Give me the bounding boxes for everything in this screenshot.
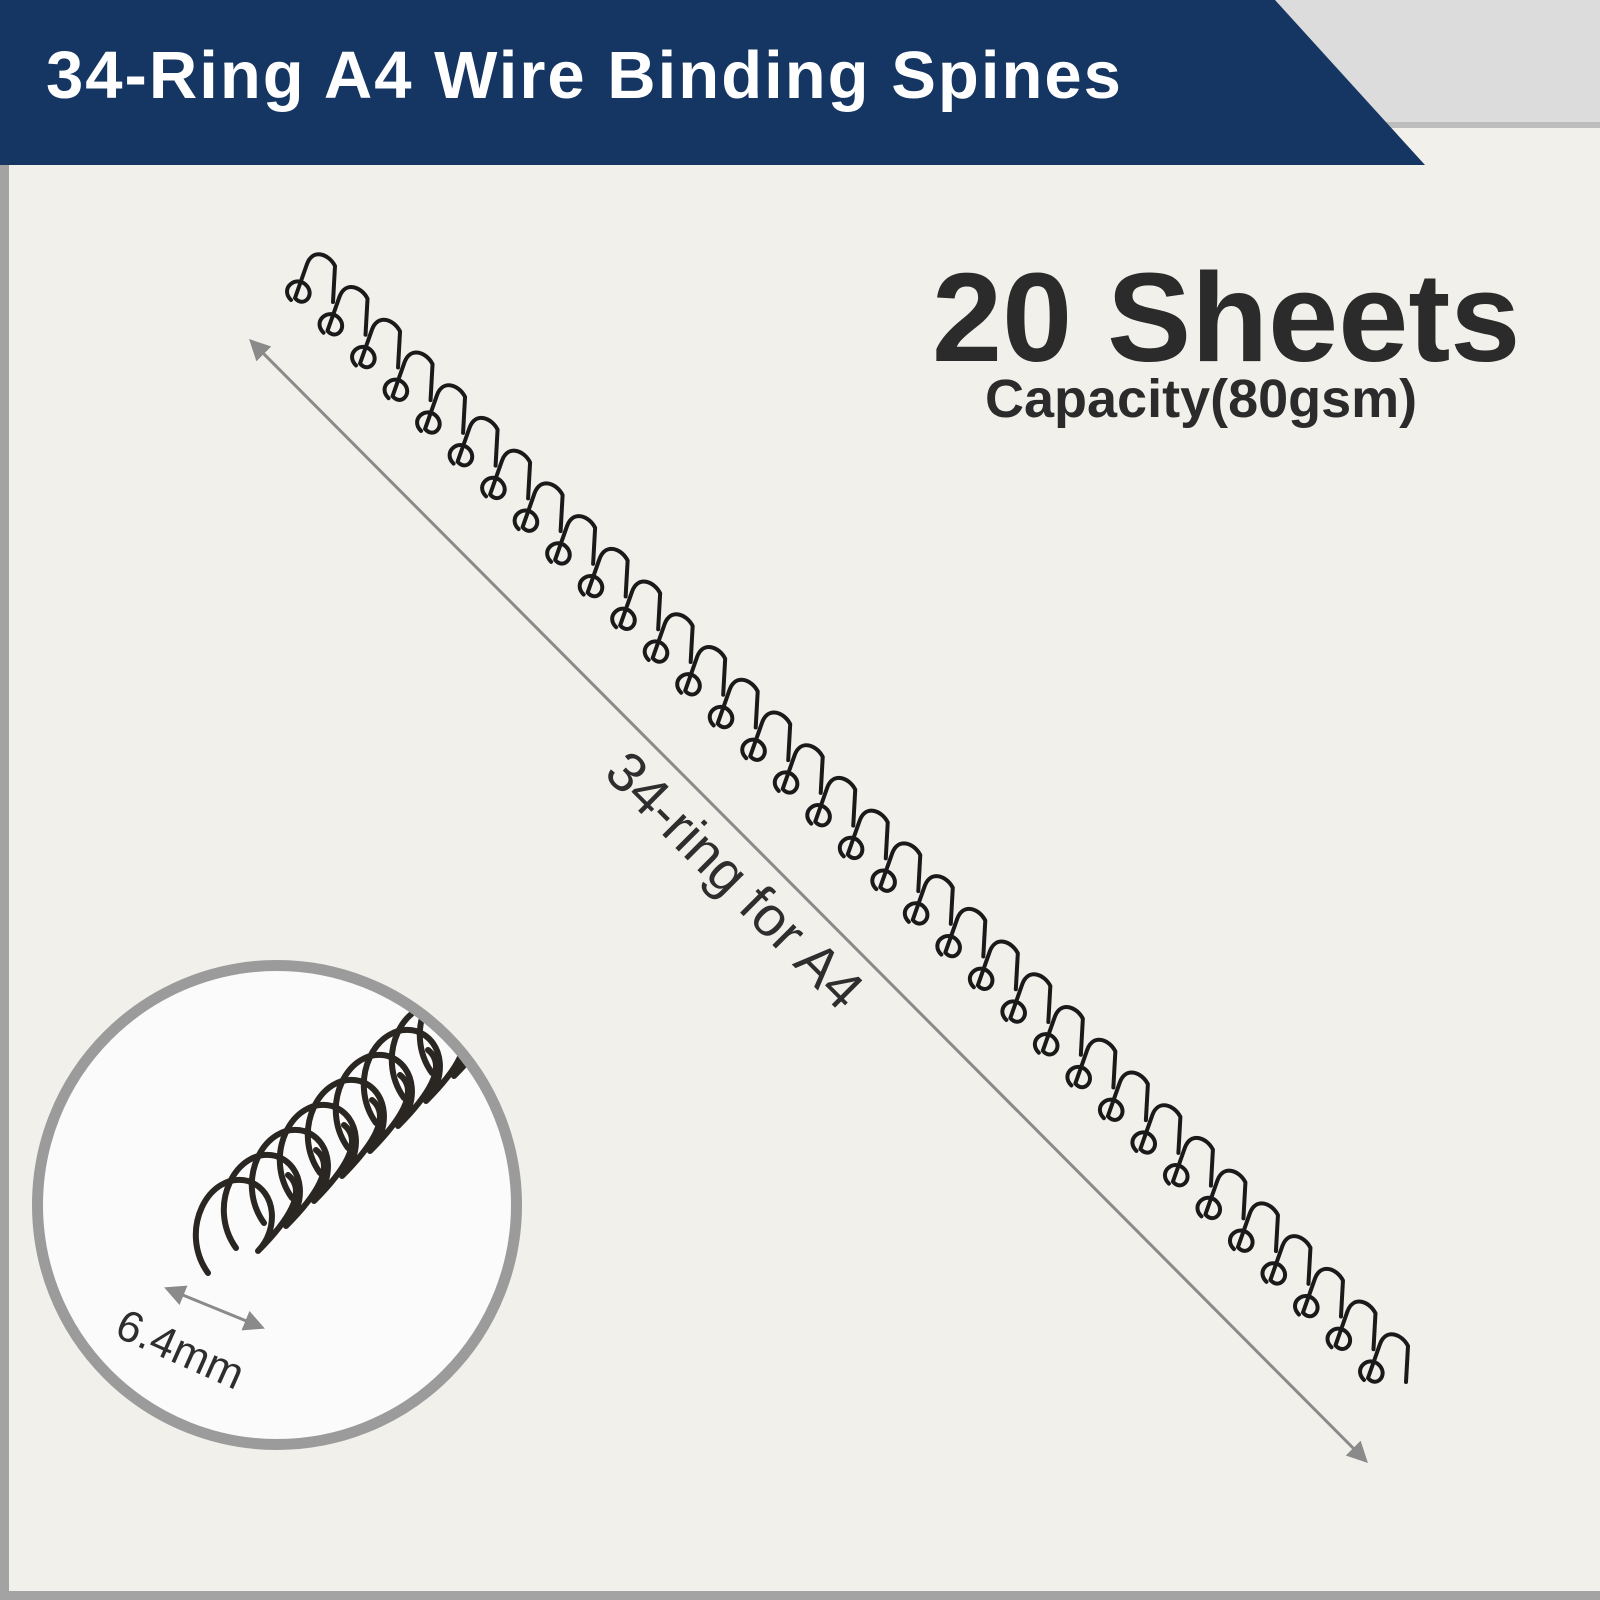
closeup-ring [192,1172,300,1276]
wire-ring [1358,1332,1410,1384]
wire-ring [512,481,565,534]
wire-ring [1162,1136,1215,1188]
wire-ring [707,677,760,730]
wire-ring [1130,1103,1183,1155]
wire-ring [935,906,988,959]
wire-ring [740,710,793,763]
closeup-rings [192,972,511,1276]
wire-ring [675,645,728,697]
closeup-ring [332,1047,440,1151]
wire-ring [1097,1070,1150,1123]
wire-ring [837,808,890,861]
corner-tab-shadow [1365,122,1600,128]
wire-ring [317,285,370,337]
wire-ring [772,743,825,795]
wire-ring [1260,1234,1313,1286]
wire-ring [642,612,695,664]
wire-ring [1032,1005,1085,1057]
frame-bottom-border [0,1591,1600,1600]
wire-ring [1293,1266,1345,1319]
closeup-inset [32,960,522,1450]
wire-ring [382,350,435,403]
closeup-ring [304,1072,412,1176]
wire-ring [545,514,598,566]
wire-ring [415,383,468,435]
closeup-ring [220,1147,328,1251]
product-title: 34-Ring A4 Wire Binding Spines [46,38,1123,113]
wire-ring [967,939,1020,992]
wire-ring [805,776,858,828]
wire-ring [447,416,500,468]
closeup-ring [248,1122,356,1226]
wire-ring [1000,972,1053,1024]
closeup-ring [416,972,511,1076]
wire-ring [577,546,630,599]
diameter-arrow [164,1285,265,1331]
length-arrow [249,339,1368,1463]
wire-ring [870,841,923,894]
closeup-ring [276,1097,384,1201]
wire-ring [610,579,663,632]
closeup-ring [360,1022,468,1126]
wire-ring [285,252,337,304]
wire-ring [1195,1168,1248,1221]
frame-left-border [0,0,9,1600]
title-banner [0,0,1425,165]
wire-ring [902,874,955,926]
wire-rings [285,252,1410,1384]
wire-ring [1065,1037,1118,1090]
wire-ring [480,448,533,501]
wire-ring [1228,1201,1280,1254]
wire-ring [350,317,403,370]
wire-ring [1325,1299,1378,1352]
closeup-wire-photo [164,972,511,1331]
closeup-ring [388,997,496,1101]
